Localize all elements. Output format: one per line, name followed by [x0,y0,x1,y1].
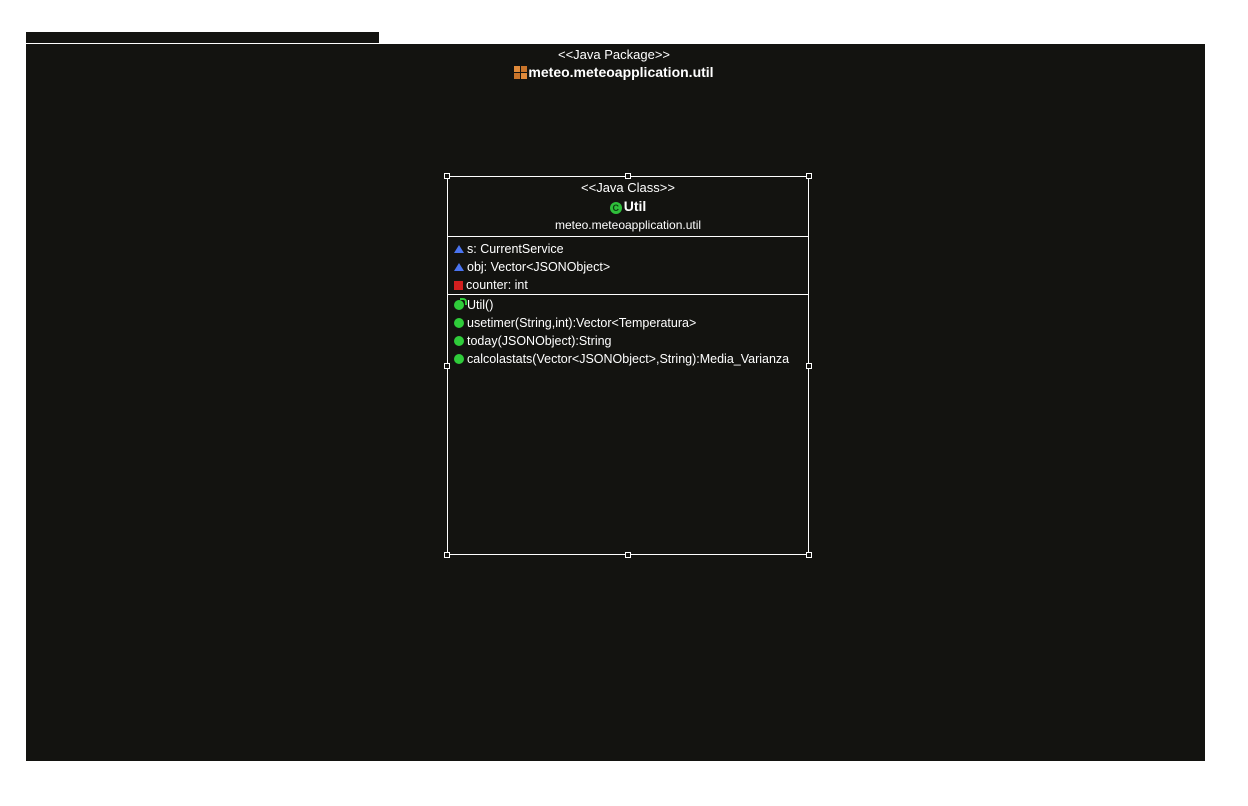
public-visibility-icon [454,318,464,328]
operation-row[interactable]: Util() [448,296,808,314]
class-package: meteo.meteoapplication.util [554,218,702,232]
public-visibility-icon [454,354,464,364]
package-tab [26,32,379,43]
operation-row[interactable]: today(JSONObject):String [448,332,808,350]
operation-row[interactable]: calcolastats(Vector<JSONObject>,String):… [448,350,808,368]
package-visibility-icon [454,263,464,271]
attribute-row[interactable]: obj: Vector<JSONObject> [448,258,808,276]
package-icon [514,66,528,79]
operation-text: calcolastats(Vector<JSONObject>,String):… [467,352,790,366]
attribute-text: s: CurrentService [467,242,564,256]
resize-handle-bottom-left[interactable] [444,552,450,558]
package-visibility-icon [454,245,464,253]
class-stereotype: <<Java Class>> [581,180,675,195]
operation-text: today(JSONObject):String [467,334,612,348]
package-stereotype: <<Java Package>> [557,47,671,62]
resize-handle-top-right[interactable] [806,173,812,179]
operation-text: usetimer(String,int):Vector<Temperatura> [467,316,697,330]
operation-text: Util() [467,298,494,312]
class-name: Util [623,198,647,214]
attribute-text: counter: int [466,278,528,292]
resize-handle-top[interactable] [625,173,631,179]
constructor-icon [454,298,467,310]
private-visibility-icon [454,281,463,290]
attribute-text: obj: Vector<JSONObject> [467,260,611,274]
attribute-row[interactable]: counter: int [448,276,808,294]
package-name: meteo.meteoapplication.util [528,64,714,80]
attribute-compartment: s: CurrentService obj: Vector<JSONObject… [448,237,808,295]
class-icon: C [609,202,622,214]
resize-handle-bottom[interactable] [625,552,631,558]
resize-handle-right[interactable] [806,363,812,369]
operation-compartment: Util() usetimer(String,int):Vector<Tempe… [448,295,808,368]
resize-handle-left[interactable] [444,363,450,369]
resize-handle-top-left[interactable] [444,173,450,179]
resize-handle-bottom-right[interactable] [806,552,812,558]
operation-row[interactable]: usetimer(String,int):Vector<Temperatura> [448,314,808,332]
package-title: meteo.meteoapplication.util [26,64,1202,80]
attribute-row[interactable]: s: CurrentService [448,240,808,258]
public-visibility-icon [454,336,464,346]
